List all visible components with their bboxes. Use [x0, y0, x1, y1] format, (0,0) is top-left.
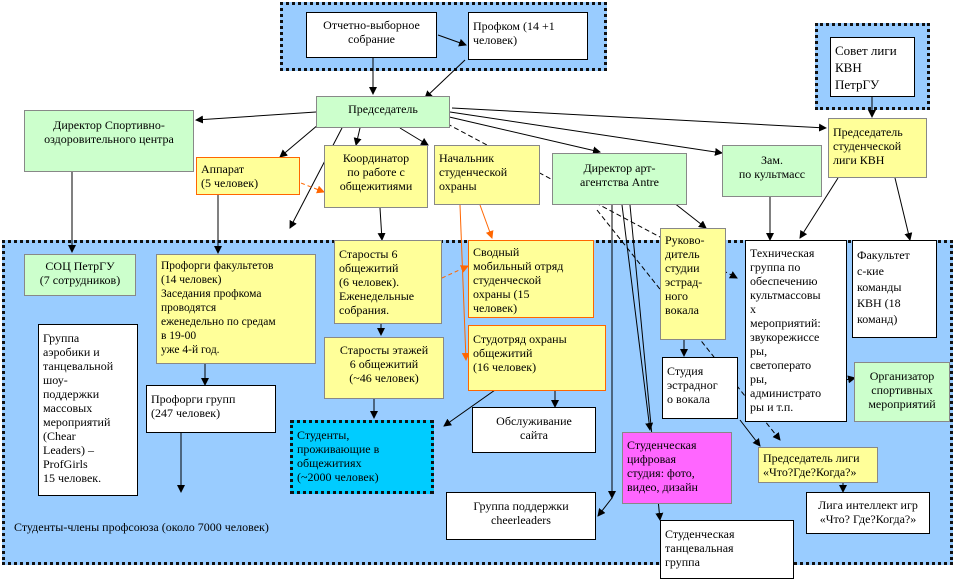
line-kvnchair-tech: [799, 177, 839, 239]
faculty-orgs-box: Профорги факультетов (14 человек) Заседа…: [156, 254, 316, 364]
profkom-box: Профком (14 +1 человек): [468, 12, 588, 60]
soc-petrgu-box: СОЦ ПетрГУ (7 сотрудников): [24, 254, 136, 296]
cheer-group-box: Группа поддержки cheerleaders: [446, 492, 596, 540]
vocal-studio-box: Студия эстрадног о вокала: [662, 357, 738, 419]
dorm-security-box: Студотряд охраны общежитий (16 человек): [468, 325, 606, 391]
orange-security-dormsec: [459, 204, 470, 361]
line-chairman-down: [289, 127, 343, 229]
faculty-teams-box: Факультет с-кие команды КВН (18 команд): [852, 240, 937, 338]
tech-group-box: Техническая группа по обеспечению культм…: [745, 240, 847, 422]
line-chairman-sport: [195, 111, 317, 124]
line-meeting-profkom: [437, 34, 467, 47]
security-head-box: Начальник студенческой охраны: [434, 145, 540, 205]
art-director-box: Директор арт- агентства Antre: [552, 153, 687, 205]
digital-studio-box: Студенческая цифровая студия: фото, виде…: [622, 432, 732, 504]
kvn-council-box: Совет лиги КВН ПетрГУ: [830, 37, 915, 97]
deputy-mass-box: Зам. по культмасс: [722, 145, 822, 197]
orange-elders-mobile: [441, 265, 469, 279]
line-kvnchair-teams: [894, 177, 913, 241]
line-chairman-kvn: [451, 107, 827, 132]
group-orgs-box: Профорги групп (247 человек): [146, 385, 276, 433]
dance-group-box: Студенческая танцевальная группа: [660, 520, 794, 579]
line-art-cheer: [597, 497, 613, 517]
dorm-students-box: Студенты, проживающие в общежитиях (~200…: [290, 420, 434, 494]
orange-security-mobile: [479, 204, 494, 239]
members-region-label: Студенты-члены профсоюза (около 7000 чел…: [14, 520, 269, 534]
intellect-league-box: Лига интеллект игр «Что? Где?Когда?»: [806, 492, 930, 534]
apparat-box: Аппарат (5 человек): [196, 157, 300, 195]
chairman-box: Председатель: [316, 96, 450, 128]
line-profkom-chairman: [424, 59, 466, 99]
kvn-chairman-box: Председатель студенческой лиги КВН: [828, 118, 927, 178]
line-art-digital: [621, 204, 654, 431]
vocal-head-box: Руково- дитель студии эстрад- ного вокал…: [660, 228, 726, 340]
dorm-coordinator-box: Координатор по работе с общежитиями: [324, 145, 428, 208]
dorm-elders-box: Старосты 6 общежитий (6 человек). Еженед…: [334, 240, 442, 324]
line-chairman-coord: [353, 127, 362, 146]
line-tech-cgk: [739, 419, 761, 447]
floor-elders-box: Старосты этажей 6 общежитий (~46 человек…: [324, 337, 444, 399]
aerobics-box: Группа аэробики и танцевальной шоу- подд…: [38, 324, 138, 496]
cgk-chairman-box: Председатель лиги «Что?Где?Когда?»: [758, 447, 878, 483]
site-service-box: Обслуживание сайта: [472, 407, 596, 453]
line-chairman-deputy: [449, 111, 723, 156]
line-coord-elders: [377, 207, 386, 241]
meeting-box: Отчетно-выборное собрание: [306, 12, 437, 58]
sport-director-box: Директор Спортивно- оздоровительного цен…: [24, 110, 194, 172]
line-chairman-security: [399, 127, 429, 146]
mobile-squad-box: Сводный мобильный отряд студенческой охр…: [468, 240, 594, 318]
line-chairman-art: [444, 115, 601, 155]
sports-organizer-box: Организатор спортивных мероприятий: [854, 362, 950, 422]
